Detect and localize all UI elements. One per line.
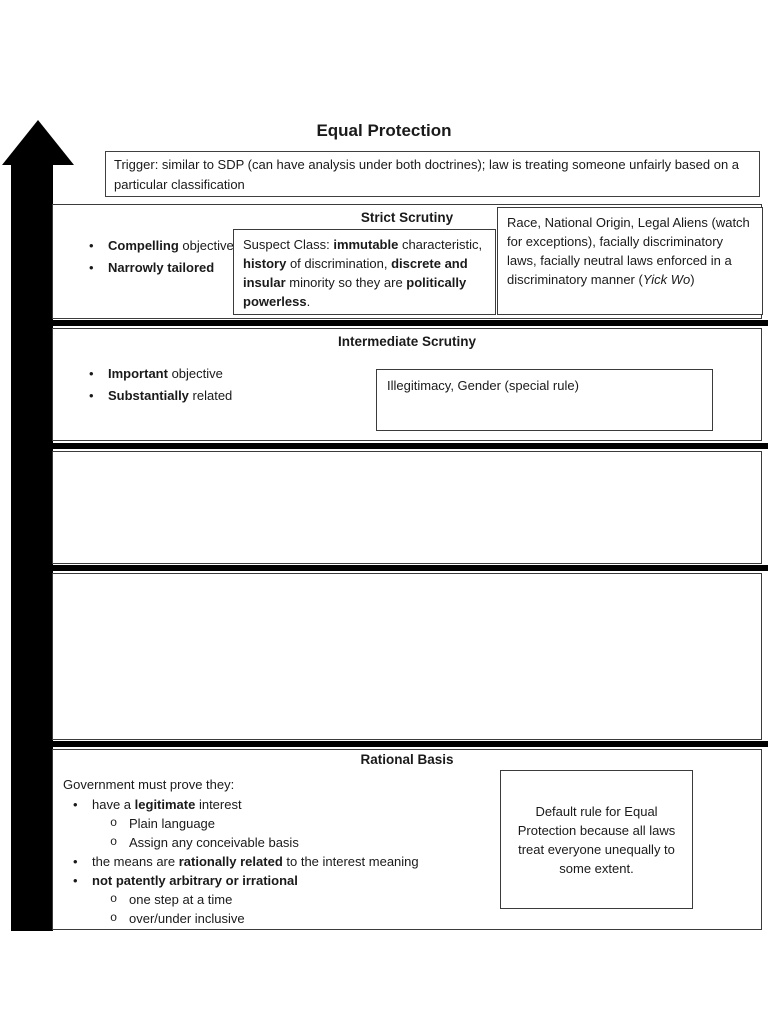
suspect-class-text: Suspect Class: immutable characteristic,… bbox=[243, 237, 483, 309]
default-rule-box: Default rule for Equal Protection becaus… bbox=[500, 770, 693, 909]
bullet-marker: • bbox=[73, 797, 78, 812]
list-item: • Substantially related bbox=[89, 386, 232, 405]
list-item: • Narrowly tailored bbox=[89, 258, 214, 277]
strict-scrutiny-header: Strict Scrutiny bbox=[360, 210, 454, 225]
strict-classifications-text: Race, National Origin, Legal Aliens (wat… bbox=[507, 215, 750, 287]
bullet-text: Plain language bbox=[129, 816, 216, 831]
bullet-text: Assign any conceivable basis bbox=[129, 835, 299, 850]
list-item: • have a legitimate interest bbox=[73, 795, 242, 814]
default-rule-text: Default rule for Equal Protection becaus… bbox=[517, 803, 676, 876]
bullet-marker: • bbox=[73, 854, 78, 869]
strict-scrutiny-section: Strict Scrutiny • Compelling objective •… bbox=[52, 204, 763, 319]
sub-bullet-marker: o bbox=[110, 911, 118, 925]
rational-basis-header: Rational Basis bbox=[360, 752, 454, 767]
tier-divider-bar bbox=[52, 565, 768, 571]
rational-basis-section: Rational Basis Government must prove the… bbox=[52, 749, 762, 930]
strict-classifications-box: Race, National Origin, Legal Aliens (wat… bbox=[497, 207, 763, 315]
tier-divider-bar bbox=[52, 320, 768, 326]
intermediate-scrutiny-section: Intermediate Scrutiny • Important object… bbox=[52, 328, 762, 441]
bullet-text: over/under inclusive bbox=[129, 911, 245, 926]
bullet-marker: • bbox=[89, 366, 94, 381]
trigger-text-box: Trigger: similar to SDP (can have analys… bbox=[105, 151, 760, 197]
list-item: o Plain language bbox=[110, 814, 215, 833]
suspect-class-definition-box: Suspect Class: immutable characteristic,… bbox=[233, 229, 496, 315]
tier-divider-bar bbox=[52, 741, 768, 747]
bullet-text: have a legitimate interest bbox=[92, 797, 242, 812]
list-item: • Important objective bbox=[89, 364, 223, 383]
list-item: o one step at a time bbox=[110, 890, 232, 909]
bullet-marker: • bbox=[73, 873, 78, 888]
bullet-text: Narrowly tailored bbox=[108, 260, 215, 275]
sub-bullet-marker: o bbox=[110, 892, 118, 906]
page-title: Equal Protection bbox=[316, 121, 452, 140]
list-item: o over/under inclusive bbox=[110, 909, 245, 928]
up-arrow-shaft bbox=[11, 163, 53, 931]
empty-tier-section-1 bbox=[52, 451, 762, 564]
list-item: • the means are rationally related to th… bbox=[73, 852, 419, 871]
list-item: • not patently arbitrary or irrational bbox=[73, 871, 298, 890]
bullet-marker: • bbox=[89, 388, 94, 403]
empty-tier-section-2 bbox=[52, 573, 762, 740]
intermediate-classifications-text: Illegitimacy, Gender (special rule) bbox=[387, 378, 579, 393]
trigger-text: Trigger: similar to SDP (can have analys… bbox=[114, 157, 740, 192]
sub-bullet-marker: o bbox=[110, 835, 118, 849]
bullet-text: one step at a time bbox=[129, 892, 233, 907]
bullet-text: Important objective bbox=[108, 366, 223, 381]
intermediate-scrutiny-header: Intermediate Scrutiny bbox=[337, 334, 477, 349]
bullet-text: the means are rationally related to the … bbox=[92, 854, 419, 869]
bullet-text: not patently arbitrary or irrational bbox=[92, 873, 298, 888]
intermediate-classifications-box: Illegitimacy, Gender (special rule) bbox=[376, 369, 713, 431]
bullet-text: Substantially related bbox=[108, 388, 233, 403]
bullet-marker: • bbox=[89, 260, 94, 275]
rational-basis-intro: Government must prove they: bbox=[63, 777, 235, 792]
list-item: o Assign any conceivable basis bbox=[110, 833, 299, 852]
bullet-text: Compelling objective bbox=[108, 238, 234, 253]
tier-divider-bar bbox=[52, 443, 768, 449]
bullet-marker: • bbox=[89, 238, 94, 253]
up-arrow-head-icon bbox=[2, 120, 74, 165]
list-item: • Compelling objective bbox=[89, 236, 234, 255]
sub-bullet-marker: o bbox=[110, 816, 118, 830]
